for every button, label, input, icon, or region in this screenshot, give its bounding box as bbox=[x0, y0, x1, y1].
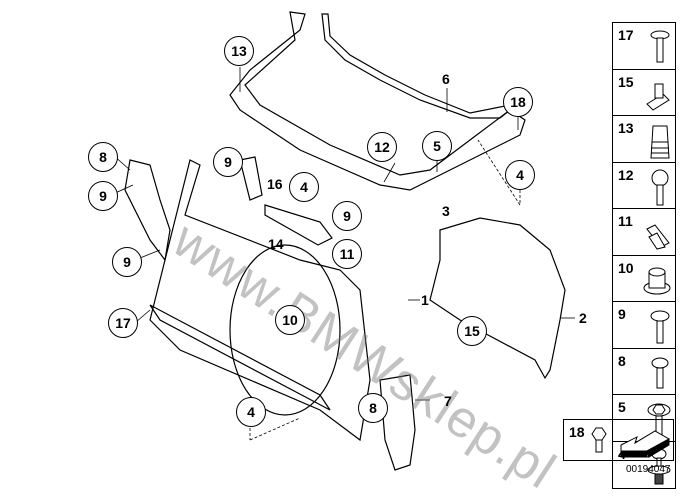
callout-4-right[interactable]: 4 bbox=[505, 160, 535, 190]
label-7[interactable]: 7 bbox=[444, 393, 452, 409]
left-bracket-part bbox=[124, 159, 171, 262]
callout-11[interactable]: 11 bbox=[332, 239, 362, 269]
label-16[interactable]: 16 bbox=[267, 176, 283, 192]
legend-num: 5 bbox=[618, 399, 626, 415]
lower-bar-part bbox=[149, 304, 331, 411]
seal-part bbox=[321, 13, 511, 119]
callout-13[interactable]: 13 bbox=[224, 36, 254, 66]
callout-5[interactable]: 5 bbox=[422, 131, 452, 161]
bracket-16-part bbox=[239, 156, 263, 201]
legend-num-18: 18 bbox=[569, 424, 585, 440]
legend-num: 9 bbox=[618, 306, 626, 322]
legend-item-8[interactable]: 8 bbox=[613, 349, 675, 395]
legend-item-9[interactable]: 9 bbox=[613, 302, 675, 349]
legend-item-17[interactable]: 17 bbox=[613, 23, 675, 70]
wheel-arch-part bbox=[429, 217, 566, 380]
clip-icon bbox=[646, 224, 670, 250]
legend-num: 15 bbox=[618, 73, 634, 90]
bolt-icon bbox=[651, 357, 669, 388]
label-14[interactable]: 14 bbox=[268, 236, 284, 252]
callout-9-center[interactable]: 9 bbox=[332, 201, 362, 231]
callout-4-center[interactable]: 4 bbox=[289, 172, 319, 202]
document-id: 00194047 bbox=[626, 464, 671, 475]
legend-num: 8 bbox=[618, 352, 626, 369]
diagram-drawing bbox=[112, 11, 575, 471]
legend-item-12[interactable]: 12 bbox=[613, 163, 675, 209]
callout-8-lower[interactable]: 8 bbox=[358, 393, 388, 423]
callout-4-lower[interactable]: 4 bbox=[236, 397, 266, 427]
legend-num: 11 bbox=[618, 213, 633, 229]
legend-item-10[interactable]: 10 bbox=[613, 256, 675, 302]
spring-nut-icon bbox=[646, 83, 670, 111]
callout-17[interactable]: 17 bbox=[108, 308, 138, 338]
callout-10[interactable]: 10 bbox=[275, 305, 305, 335]
upper-carrier-part bbox=[229, 11, 526, 191]
legend-divider bbox=[612, 420, 613, 460]
legend-num: 17 bbox=[618, 27, 634, 43]
rubber-buffer-icon bbox=[650, 125, 670, 159]
expanding-rivet-icon bbox=[647, 448, 671, 484]
hex-bolt-icon bbox=[647, 403, 671, 438]
fan-shroud-part bbox=[229, 244, 341, 416]
legend-num: 10 bbox=[618, 259, 634, 276]
label-2[interactable]: 2 bbox=[579, 310, 587, 326]
fastener-legend: 17 15 13 12 11 10 9 8 bbox=[612, 22, 676, 489]
legend-num: 12 bbox=[618, 166, 634, 183]
hex-collar-bolt-icon bbox=[591, 427, 607, 453]
label-1[interactable]: 1 bbox=[421, 292, 429, 308]
legend-num: 13 bbox=[618, 120, 634, 136]
front-carrier-part bbox=[149, 159, 371, 442]
callout-12[interactable]: 12 bbox=[367, 132, 397, 162]
bolt-icon bbox=[650, 310, 670, 344]
legend-item-5[interactable]: 5 bbox=[613, 395, 675, 442]
legend-bottom: 18 bbox=[563, 419, 674, 461]
lower-support-part bbox=[379, 374, 416, 471]
label-3[interactable]: 3 bbox=[442, 203, 450, 219]
legend-item-13[interactable]: 13 bbox=[613, 116, 675, 163]
grommet-icon bbox=[643, 267, 671, 294]
label-6[interactable]: 6 bbox=[442, 71, 450, 87]
direction-arrow-icon bbox=[620, 430, 671, 458]
callout-9-left-upper[interactable]: 9 bbox=[88, 181, 118, 211]
callout-9-bracket[interactable]: 9 bbox=[213, 147, 243, 177]
callout-8-upper[interactable]: 8 bbox=[88, 142, 118, 172]
callout-18[interactable]: 18 bbox=[503, 87, 533, 117]
callout-9-left-lower[interactable]: 9 bbox=[112, 247, 142, 277]
parts-diagram: www.BMWsklep.pl 13 18 12 5 8 9 9 9 4 4 9… bbox=[88, 11, 676, 501]
bracket-14-part bbox=[264, 204, 333, 246]
callout-15[interactable]: 15 bbox=[457, 316, 487, 346]
tapping-screw-icon bbox=[651, 169, 669, 205]
screw-washer-icon bbox=[650, 30, 670, 63]
legend-item-15[interactable]: 15 bbox=[613, 70, 675, 116]
legend-item-11[interactable]: 11 bbox=[613, 209, 675, 256]
